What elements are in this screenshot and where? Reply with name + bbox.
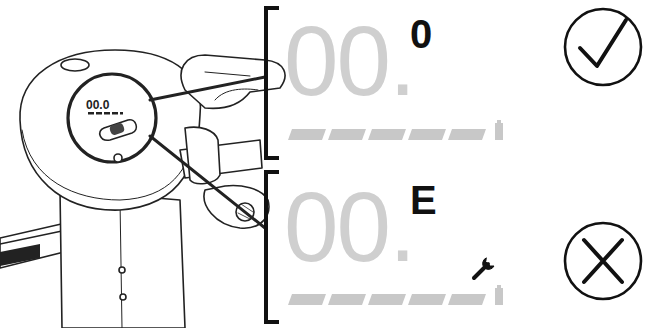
display-digits: 00.	[284, 178, 414, 276]
display-error: E	[410, 180, 437, 220]
small-display-reading: 00.0	[86, 99, 109, 111]
display-status: 0	[410, 14, 432, 54]
display-digits: 00.	[284, 12, 414, 110]
